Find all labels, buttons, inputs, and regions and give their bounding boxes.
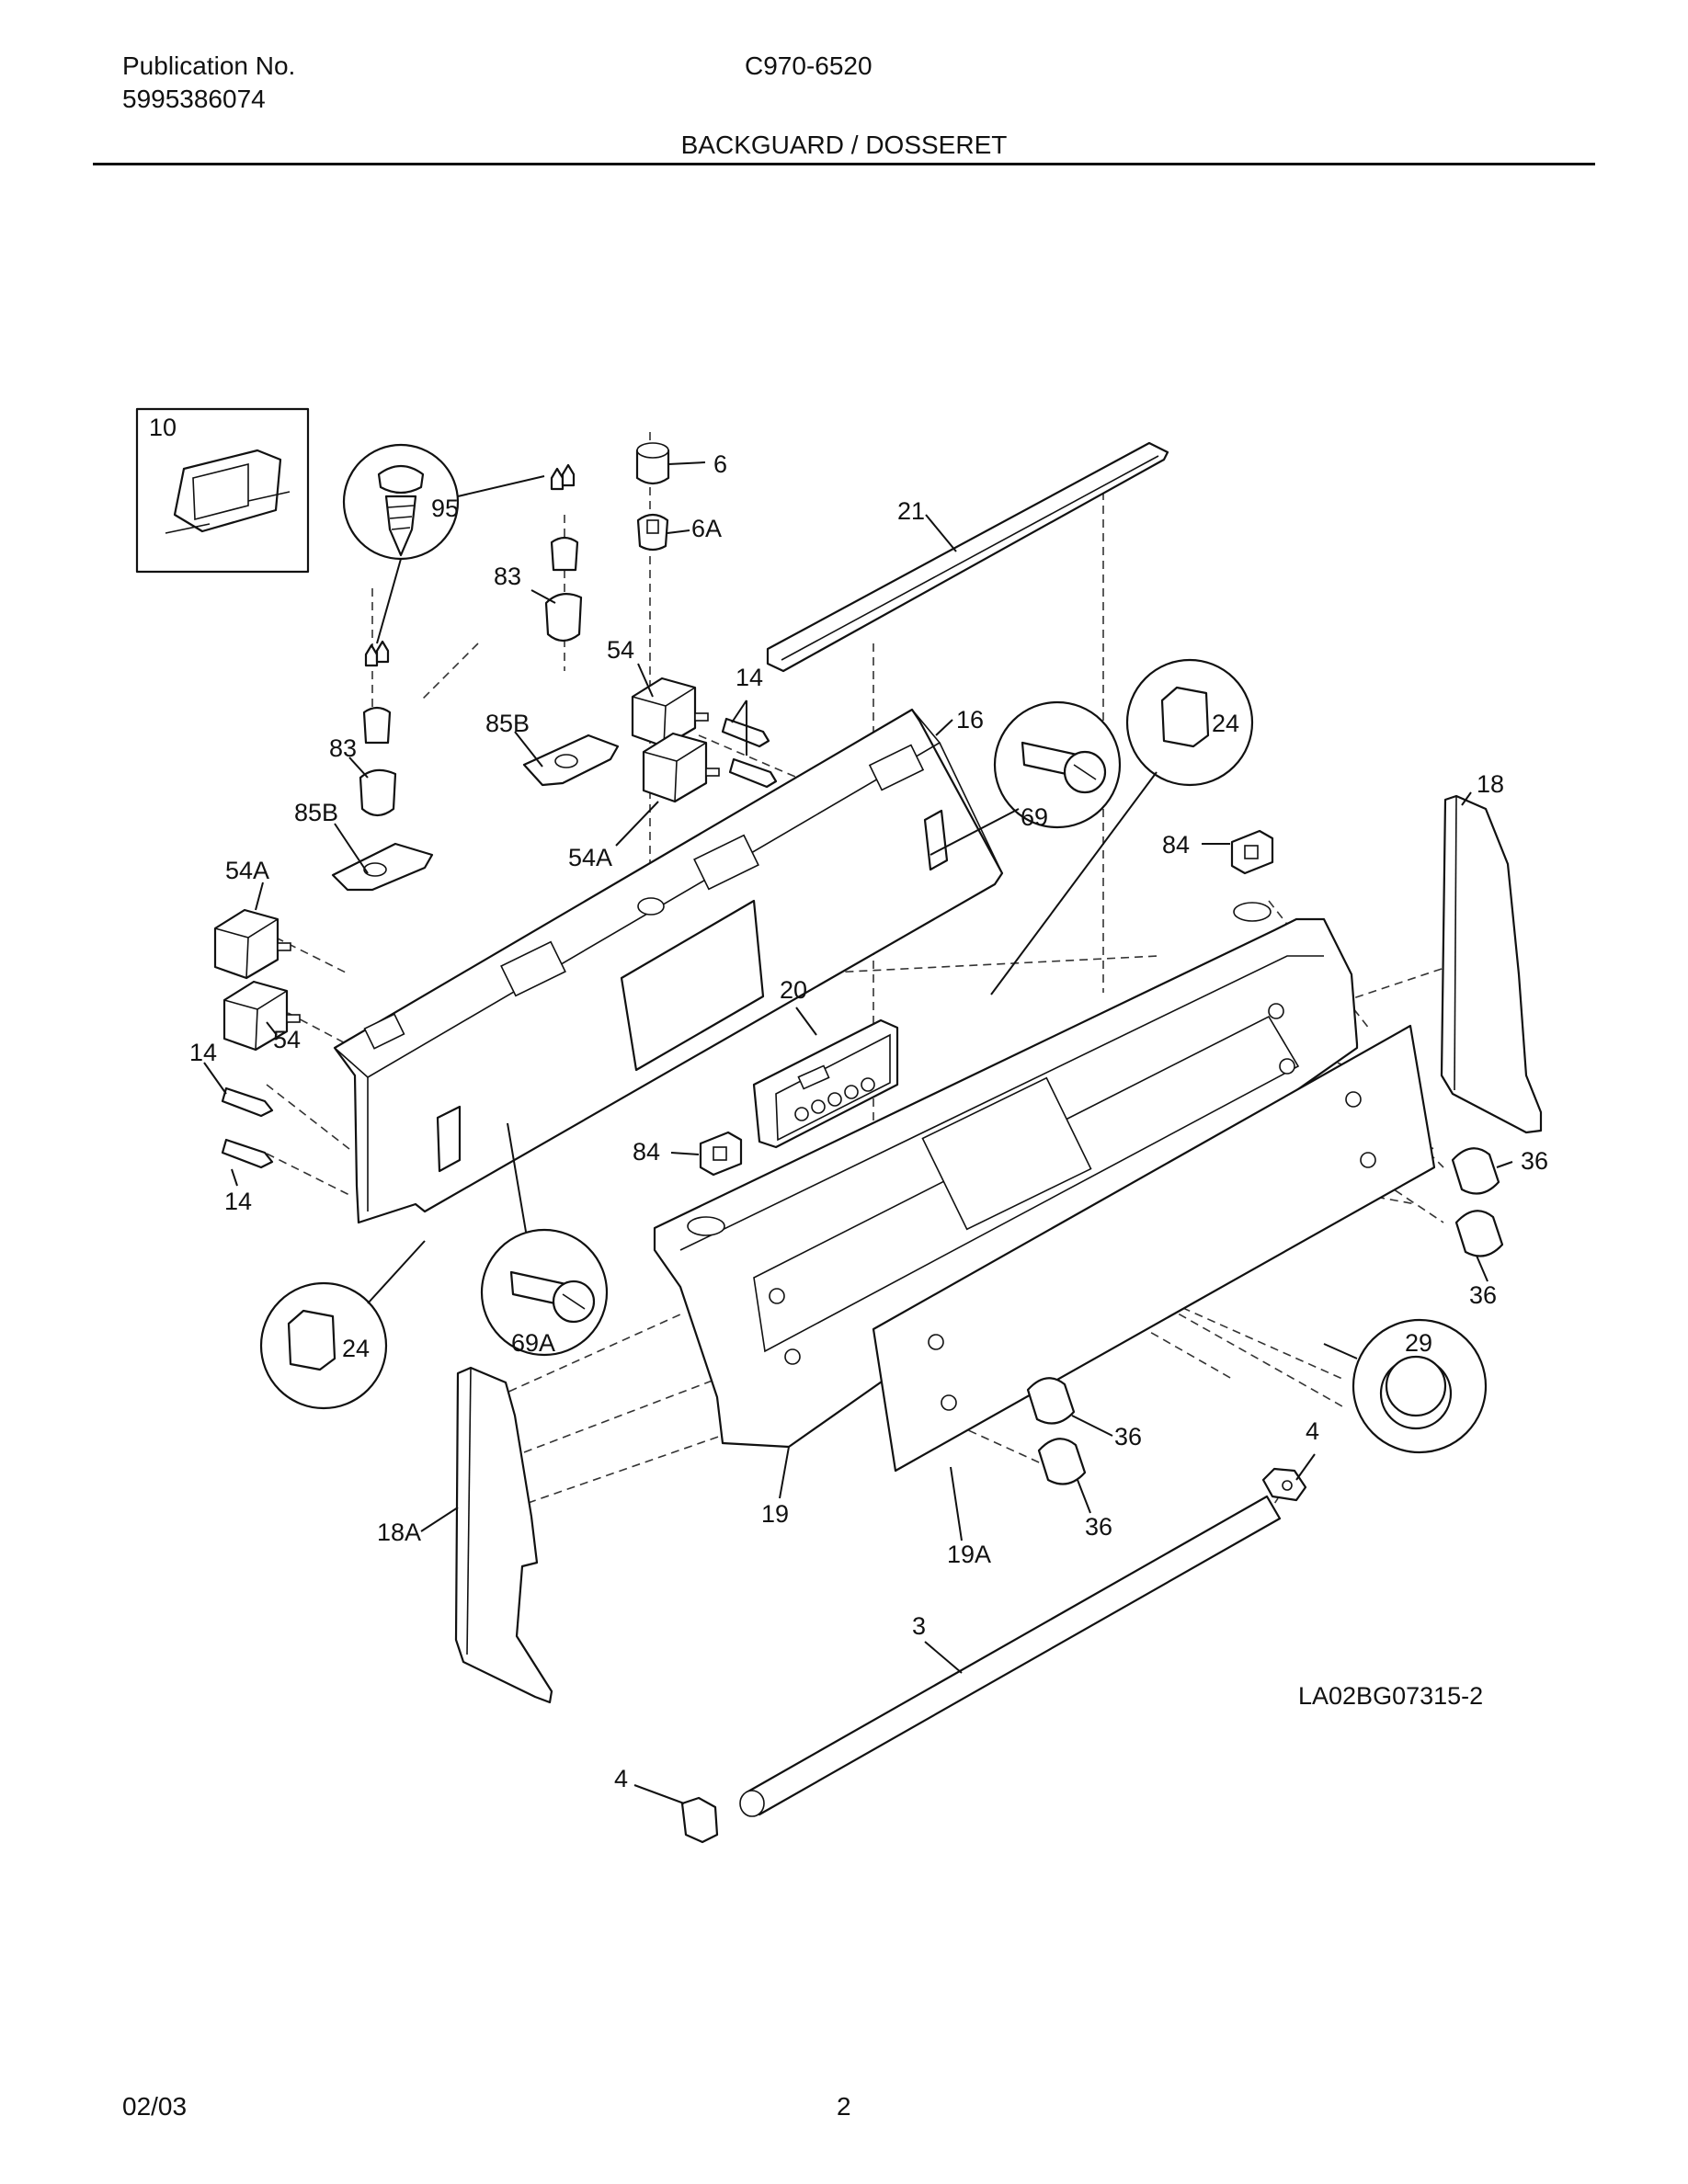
part-85b-bracket-upper xyxy=(522,734,620,787)
part-6a-lamp-base xyxy=(636,513,669,552)
part-95-screw-detail xyxy=(342,443,545,644)
page-title: BACKGUARD / DOSSERET xyxy=(680,131,1008,159)
part-21-trim-strip xyxy=(766,441,1169,673)
callout-36: 36 xyxy=(1521,1147,1548,1175)
model-number: C970-6520 xyxy=(745,51,873,80)
part-54-switch-upper xyxy=(631,677,709,748)
part-85b-bracket-lower xyxy=(331,842,434,892)
part-69-screw-detail xyxy=(930,700,1122,856)
part-14-terminals-lower xyxy=(221,1086,274,1169)
part-69a-screw-detail xyxy=(480,1122,609,1357)
callout-3: 3 xyxy=(912,1612,926,1640)
part-54a-switch-upper xyxy=(642,732,720,803)
part-24-switch-detail-left xyxy=(259,1240,426,1410)
callout-14: 14 xyxy=(224,1188,252,1215)
part-83-socket-lower xyxy=(359,706,397,817)
callout-19a: 19A xyxy=(947,1541,991,1568)
callout-83: 83 xyxy=(329,734,357,762)
callout-36: 36 xyxy=(1085,1513,1112,1541)
part-84-holder-left xyxy=(699,1131,743,1177)
part-18a-left-endcap xyxy=(454,1366,553,1704)
part-14-terminals-upper xyxy=(721,717,778,789)
part-36-knob-1 xyxy=(1451,1147,1500,1195)
part-83-socket-upper xyxy=(544,536,583,643)
callout-84: 84 xyxy=(1162,831,1190,859)
callout-69: 69 xyxy=(1021,803,1048,831)
callout-24: 24 xyxy=(1212,710,1239,737)
callout-54: 54 xyxy=(273,1026,301,1053)
callout-4: 4 xyxy=(1306,1417,1319,1445)
part-18-right-endcap xyxy=(1440,794,1543,1134)
callout-20: 20 xyxy=(780,976,807,1004)
part-4-bracket-left xyxy=(680,1796,719,1844)
part-29-knob-detail xyxy=(1323,1318,1488,1454)
publication-label: Publication No. xyxy=(122,51,296,80)
callout-18a: 18A xyxy=(377,1519,421,1546)
callout-85b: 85B xyxy=(294,799,338,826)
callout-6a: 6A xyxy=(691,515,722,542)
callout-16: 16 xyxy=(956,706,984,734)
footer-page-number: 2 xyxy=(837,2092,851,2121)
part-4-bracket-right xyxy=(1261,1467,1307,1502)
callout-4: 4 xyxy=(614,1765,628,1792)
callout-84: 84 xyxy=(633,1138,660,1166)
part-24-switch-detail-right xyxy=(990,658,1254,995)
pin-pair-upper xyxy=(550,463,576,491)
callout-6: 6 xyxy=(713,450,727,478)
callout-54: 54 xyxy=(607,636,634,664)
drawing-id: LA02BG07315-2 xyxy=(1298,1682,1483,1710)
callout-36: 36 xyxy=(1469,1281,1497,1309)
part-54-switch-left xyxy=(222,980,301,1052)
callout-95: 95 xyxy=(431,495,459,522)
callout-leaders xyxy=(203,461,1513,1804)
callout-85b: 85B xyxy=(485,710,530,737)
publication-number: 5995386074 xyxy=(122,85,266,113)
callout-19: 19 xyxy=(761,1500,789,1528)
part-20-electronic-control xyxy=(752,1018,899,1149)
callout-36: 36 xyxy=(1114,1423,1142,1450)
callout-10: 10 xyxy=(149,414,177,441)
pin-pair-lower xyxy=(364,640,390,667)
callout-54a: 54A xyxy=(225,857,269,884)
part-16-control-housing xyxy=(333,708,1004,1224)
callout-labels: 10 95 83 6 6A 21 54 14 85B 16 83 85B 54A… xyxy=(149,414,1548,1792)
part-10-ballast-inset xyxy=(135,407,310,574)
part-84-holder-right xyxy=(1230,829,1274,875)
part-6-lamp-cover xyxy=(635,442,670,485)
callout-21: 21 xyxy=(897,497,925,525)
callout-83: 83 xyxy=(494,563,521,590)
header-divider xyxy=(93,163,1595,165)
callout-29: 29 xyxy=(1405,1329,1432,1357)
callout-69a: 69A xyxy=(511,1329,555,1357)
part-19-backguard xyxy=(653,902,1359,1449)
part-19a-overlay xyxy=(872,1024,1436,1473)
part-3-rod xyxy=(739,1495,1282,1817)
callout-24: 24 xyxy=(342,1335,370,1362)
callout-18: 18 xyxy=(1477,770,1504,798)
footer-date: 02/03 xyxy=(122,2092,188,2121)
part-36-knob-3 xyxy=(1026,1377,1076,1425)
callout-14: 14 xyxy=(189,1039,217,1066)
part-54a-switch-left xyxy=(213,908,291,980)
callout-54a: 54A xyxy=(568,844,612,871)
part-36-knob-4 xyxy=(1037,1438,1087,1485)
callout-14: 14 xyxy=(736,664,763,691)
part-36-knob-2 xyxy=(1454,1210,1504,1257)
